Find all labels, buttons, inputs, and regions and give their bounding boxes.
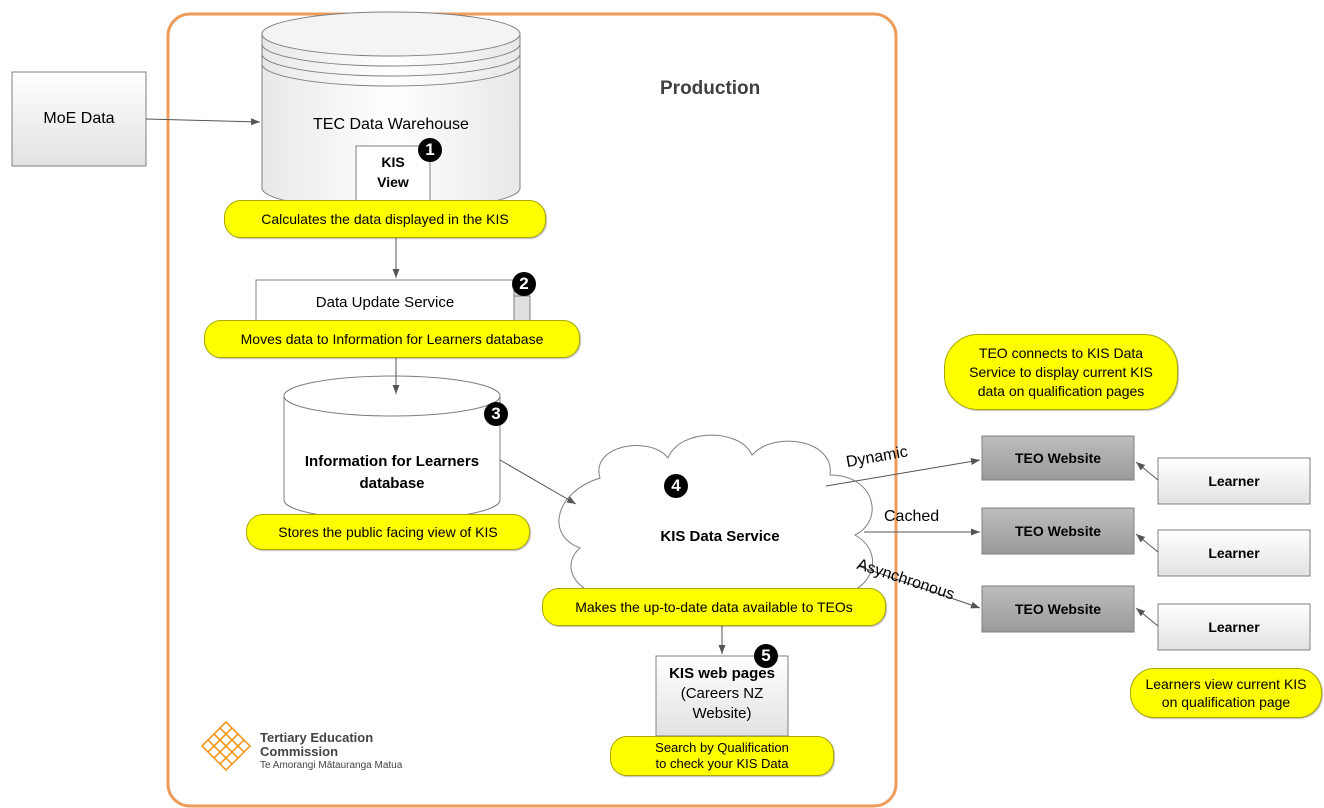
- connector-moe-to-warehouse: [145, 118, 261, 126]
- logo-text-line2: Commission: [260, 744, 339, 759]
- step-badge-4: 4: [664, 474, 688, 498]
- data-warehouse-cylinder: [261, 11, 521, 211]
- production-boundary: [166, 12, 898, 808]
- note-calculates: Calculates the data displayed in the KIS: [224, 200, 546, 238]
- note-teo-connects: TEO connects to KIS Data Service to disp…: [944, 334, 1178, 410]
- learners-db-label-line2: database: [359, 475, 425, 492]
- logo-text-line3: Te Amorangi Mātauranga Matua: [260, 760, 403, 771]
- connector-learner1-to-teo: [1135, 461, 1159, 481]
- step-badge-5: 5: [754, 644, 778, 668]
- note-teo-connects-line1: TEO connects to KIS Data: [978, 344, 1144, 361]
- note-learners-view-line2: on qualification page: [1161, 694, 1291, 710]
- warehouse-label: TEC Data Warehouse: [313, 116, 469, 133]
- moe-data-label: MoE Data: [43, 110, 115, 127]
- note-learners-view: Learners view current KIS on qualificati…: [1130, 668, 1322, 718]
- learner-label-2: Learner: [1208, 545, 1260, 561]
- tec-logo-mark: [200, 720, 252, 772]
- connector-learnersdb-to-cloud: [499, 459, 577, 505]
- teo-website-box-1: [981, 435, 1135, 481]
- note-search: Search by Qualification to check your KI…: [610, 736, 834, 776]
- kis-data-service-label: KIS Data Service: [660, 528, 780, 545]
- connector-dynamic: [825, 458, 981, 487]
- logo-text-line1: Tertiary Education: [260, 730, 374, 745]
- teo-website-label-3: TEO Website: [1014, 601, 1102, 617]
- connector-asynchronous: [857, 565, 981, 609]
- learner-box-2: [1157, 529, 1311, 577]
- kis-view-label-line1: KIS: [381, 154, 405, 170]
- kis-web-pages-line1: KIS web pages: [669, 665, 775, 682]
- learner-label-3: Learner: [1208, 619, 1260, 635]
- teo-website-label-1: TEO Website: [1014, 450, 1102, 466]
- teo-website-label-2: TEO Website: [1014, 523, 1102, 539]
- note-learners-view-line1: Learners view current KIS: [1145, 676, 1307, 692]
- moe-data-box: [11, 71, 147, 167]
- teo-website-box-2: [981, 507, 1135, 555]
- kis-data-service-cloud: [558, 434, 874, 622]
- connection-cached-label: Cached: [884, 508, 940, 525]
- step-badge-1: 1: [418, 138, 442, 162]
- learners-db-label-line1: Information for Learners: [304, 453, 480, 470]
- note-moves: Moves data to Information for Learners d…: [204, 320, 580, 358]
- update-service-label: Data Update Service: [315, 294, 455, 311]
- learner-label-1: Learner: [1208, 473, 1260, 489]
- kis-view-box: [355, 145, 431, 205]
- learner-box-1: [1157, 457, 1311, 505]
- kis-web-pages-line2: (Careers NZ: [680, 685, 764, 702]
- connector-learner2-to-teo: [1135, 533, 1159, 553]
- kis-view-label-line2: View: [377, 174, 409, 190]
- connector-learner3-to-teo: [1135, 607, 1159, 627]
- note-makes: Makes the up-to-date data available to T…: [542, 588, 886, 626]
- note-search-line2: to check your KIS Data: [655, 756, 789, 771]
- note-teo-connects-line3: data on qualification pages: [977, 382, 1145, 399]
- learner-box-3: [1157, 603, 1311, 651]
- kis-web-pages-line3: Website): [692, 705, 752, 722]
- teo-website-box-3: [981, 585, 1135, 633]
- note-stores: Stores the public facing view of KIS: [246, 514, 530, 550]
- production-label: Production: [660, 78, 761, 99]
- note-teo-connects-line2: Service to display current KIS: [969, 363, 1153, 380]
- note-search-line1: Search by Qualification: [655, 740, 789, 755]
- step-badge-2: 2: [512, 272, 536, 296]
- learners-database-cylinder: [283, 375, 501, 521]
- step-badge-3: 3: [484, 402, 508, 426]
- kis-web-pages-box: [655, 655, 789, 737]
